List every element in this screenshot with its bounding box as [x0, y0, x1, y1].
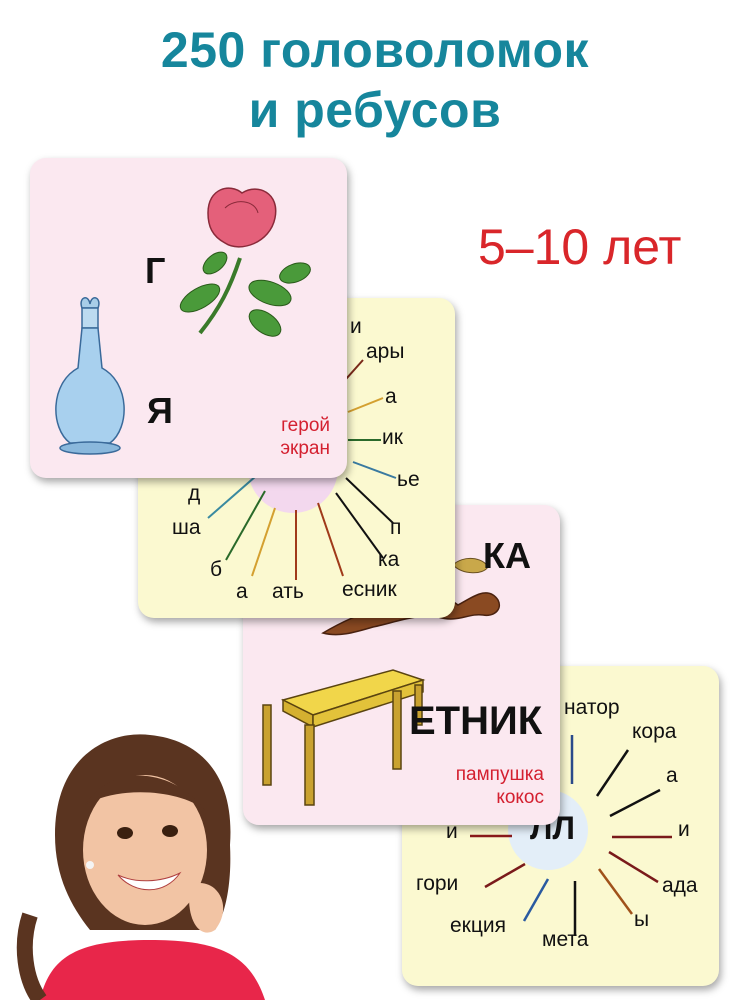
table-icon: [262, 669, 426, 806]
girl-photo: [16, 734, 265, 1000]
word: а: [385, 385, 397, 408]
letters-main: ЕТНИК: [409, 699, 543, 743]
word: ать: [272, 580, 304, 603]
answers: герой экран: [280, 414, 330, 460]
title-line-2: и ребусов: [248, 82, 502, 138]
rose-icon: [179, 187, 311, 337]
word: п: [390, 516, 402, 539]
word: а: [236, 580, 248, 603]
answer: пампушка: [455, 764, 544, 785]
word: и: [678, 818, 690, 841]
word: кора: [632, 720, 677, 743]
title-line-1: 250 головоломок: [160, 22, 590, 78]
letter-top: Г: [145, 250, 166, 291]
sun-rays-icon: [470, 735, 672, 936]
word: ша: [172, 516, 201, 539]
word: ье: [397, 468, 420, 491]
letter-bottom: Я: [147, 390, 173, 431]
word: натор: [564, 696, 620, 719]
answers: пампушка кокос: [456, 763, 544, 809]
word: д: [188, 482, 201, 505]
bottle-icon: [55, 297, 125, 455]
word: и: [350, 315, 362, 338]
rose-bottle-illustration: [55, 187, 311, 455]
letters-top: КА: [483, 535, 531, 576]
word: ка: [378, 548, 400, 571]
answer: герой: [281, 415, 330, 436]
word: ары: [366, 340, 405, 363]
word: есник: [342, 578, 397, 601]
word: а: [666, 764, 678, 787]
age-label: 5–10 лет: [478, 219, 682, 275]
word: ик: [382, 426, 403, 449]
word: гори: [416, 872, 459, 895]
word: екция: [450, 914, 506, 937]
answer: кокос: [496, 787, 544, 808]
word: ы: [634, 908, 650, 931]
word: б: [210, 558, 223, 581]
word: и: [446, 820, 458, 843]
answer: экран: [280, 438, 330, 459]
word: ада: [662, 874, 698, 897]
word: мета: [542, 928, 589, 951]
puzzle-card-rose: Г Я герой экран: [30, 158, 347, 478]
